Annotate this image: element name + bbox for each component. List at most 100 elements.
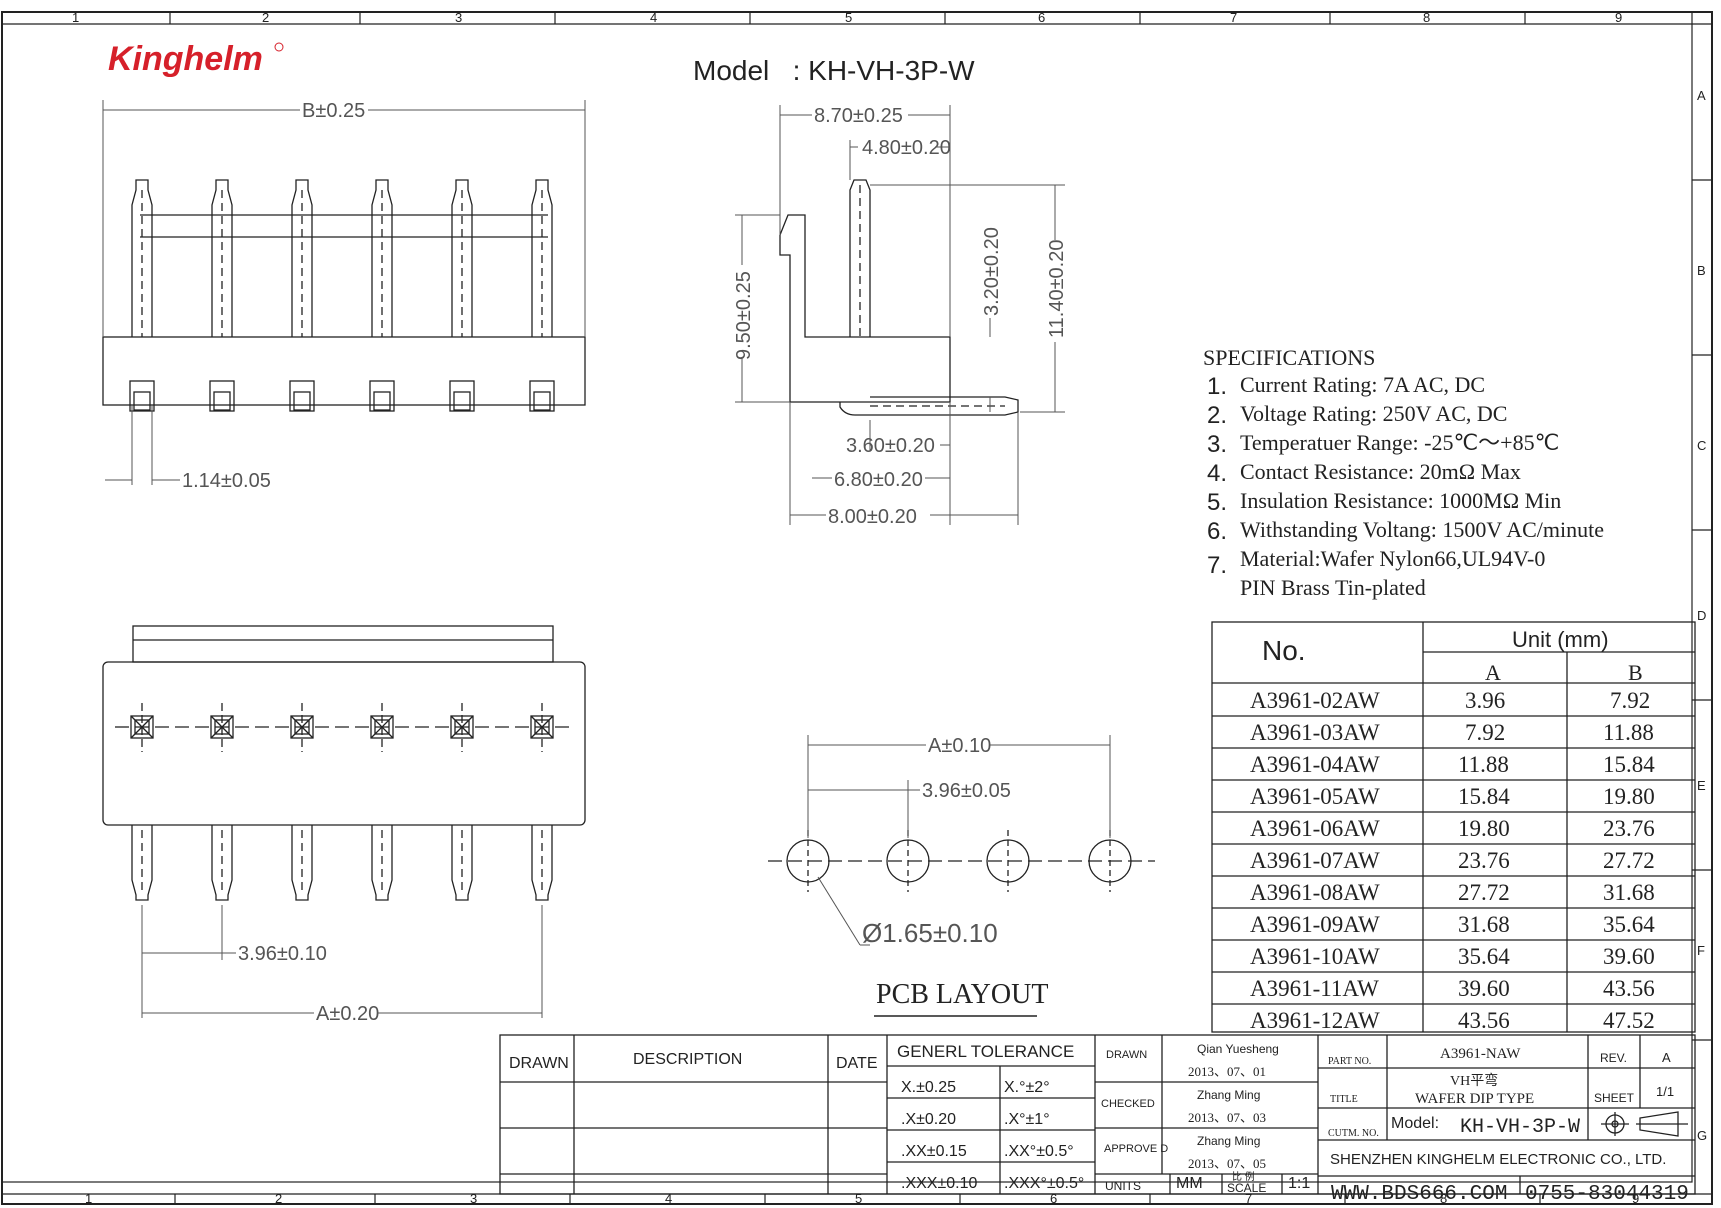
col-label: 5 <box>855 1191 862 1206</box>
col-label: 6 <box>1038 10 1045 25</box>
tb-scale-cn: 比 例 <box>1232 1170 1255 1183</box>
spec-text: Contact Resistance: 20mΩ Max <box>1240 459 1521 484</box>
table-cell-no: A3961-09AW <box>1250 912 1380 937</box>
dim-4-80: 4.80±0.20 <box>862 137 951 159</box>
dim-pcb-a: A±0.10 <box>928 735 991 757</box>
col-label: 7 <box>1245 1191 1252 1206</box>
spec-text: Voltage Rating: 250V AC, DC <box>1240 401 1507 426</box>
dim-3-20: 3.20±0.20 <box>981 227 1003 316</box>
tb-approve-date: 2013、07、05 <box>1188 1156 1266 1171</box>
dim-6-80: 6.80±0.20 <box>834 469 923 491</box>
dim-a-length: A±0.20 <box>316 1003 379 1025</box>
col-label: 2 <box>262 10 269 25</box>
spec-text: Insulation Resistance: 1000MΩ Min <box>1240 488 1561 513</box>
col-label: 8 <box>1440 1191 1447 1206</box>
col-label: 7 <box>1230 10 1237 25</box>
row-label: G <box>1697 1128 1707 1143</box>
tb-tol-angle: .X°±1° <box>1004 1111 1050 1128</box>
front-view <box>102 179 586 412</box>
tb-model-value: KH-VH-3P-W <box>1460 1116 1580 1139</box>
dim-9-50: 9.50±0.25 <box>733 271 755 360</box>
tb-tol-angle: .XXX°±0.5° <box>1004 1175 1084 1192</box>
spec-num: 5. <box>1207 489 1227 516</box>
side-view <box>779 179 1019 416</box>
tb-rev-label: REV. <box>1600 1051 1627 1065</box>
dim-8-00: 8.00±0.20 <box>828 506 917 528</box>
spec-num: 4. <box>1207 460 1227 487</box>
tb-part-label: PART NO. <box>1328 1056 1371 1067</box>
tb-tol-angle: X.°±2° <box>1004 1079 1050 1096</box>
tb-sheet-label: SHEET <box>1594 1091 1635 1105</box>
table-cell-a: 39.60 <box>1458 976 1510 1001</box>
tb-phone: 0755-83044319 <box>1525 1183 1689 1206</box>
table-cell-no: A3961-02AW <box>1250 688 1380 713</box>
table-header-a: A <box>1485 660 1501 685</box>
table-cell-a: 19.80 <box>1458 816 1510 841</box>
table-cell-no: A3961-12AW <box>1250 1008 1380 1033</box>
spec-num: 1. <box>1207 373 1227 400</box>
tb-rev-value: A <box>1662 1050 1671 1065</box>
spec-text: PIN Brass Tin-plated <box>1240 575 1426 600</box>
row-label: F <box>1697 943 1705 958</box>
table-cell-b: 43.56 <box>1603 976 1655 1001</box>
col-label: 3 <box>470 1191 477 1206</box>
col-label: 5 <box>845 10 852 25</box>
tb-part-value: A3961-NAW <box>1440 1046 1521 1062</box>
table-cell-no: A3961-05AW <box>1250 784 1380 809</box>
dim-pitch: 3.96±0.10 <box>238 943 327 965</box>
kinghelm-logo: Kinghelm <box>108 40 263 78</box>
tb-drawn-name: Qian Yuesheng <box>1197 1042 1279 1056</box>
row-label: C <box>1697 438 1706 453</box>
table-cell-b: 7.92 <box>1610 688 1650 713</box>
tb-title-value: WAFER DIP TYPE <box>1415 1091 1534 1107</box>
tb-checked-name: Zhang Ming <box>1197 1088 1260 1102</box>
spec-num: 2. <box>1207 402 1227 429</box>
tb-company: SHENZHEN KINGHELM ELECTRONIC CO., LTD. <box>1330 1151 1666 1168</box>
tb-tol-angle: .XX°±0.5° <box>1004 1143 1074 1160</box>
tb-sheet-value: 1/1 <box>1656 1084 1674 1099</box>
col-label: 1 <box>85 1191 92 1206</box>
col-label: 3 <box>455 10 462 25</box>
dim-8-70: 8.70±0.25 <box>814 105 903 127</box>
dim-pcb-hole: Ø1.65±0.10 <box>862 918 998 948</box>
table-cell-no: A3961-08AW <box>1250 880 1380 905</box>
tb-tol-linear: .XXX±0.10 <box>901 1175 977 1192</box>
inner-frame <box>1 11 1693 1183</box>
pcb-title: PCB LAYOUT <box>876 979 1048 1010</box>
spec-text: Withstanding Voltang: 1500V AC/minute <box>1240 517 1604 542</box>
spec-num: 6. <box>1207 518 1227 545</box>
table-cell-no: A3961-11AW <box>1250 976 1379 1001</box>
outer-frame <box>1 11 1713 1205</box>
dimension-table <box>1211 621 1696 1033</box>
model-title: Model : KH-VH-3P-W <box>693 55 975 86</box>
col-label: 1 <box>72 10 79 25</box>
spec-text: Temperatuer Range: -25℃～+85℃ <box>1240 430 1559 455</box>
tb-scale-value: 1:1 <box>1288 1175 1310 1192</box>
tb-tolerance-header: GENERL TOLERANCE <box>897 1042 1074 1061</box>
table-cell-a: 7.92 <box>1465 720 1505 745</box>
table-cell-a: 23.76 <box>1458 848 1510 873</box>
row-label: B <box>1697 263 1706 278</box>
table-cell-b: 15.84 <box>1603 752 1655 777</box>
tb-units-label: UNITS <box>1105 1179 1141 1193</box>
tb-checked-date: 2013、07、03 <box>1188 1110 1266 1125</box>
tb-title-cn: VH平弯 <box>1450 1072 1498 1089</box>
tb-model-label: Model: <box>1391 1115 1439 1132</box>
tb-checked-label: CHECKED <box>1101 1098 1155 1110</box>
tb-drawn-header: DRAWN <box>509 1055 569 1072</box>
tb-website: WWW.BDS666.COM <box>1331 1183 1507 1206</box>
row-label: A <box>1697 88 1706 103</box>
pcb-layout <box>768 830 1155 892</box>
table-cell-no: A3961-07AW <box>1250 848 1380 873</box>
dim-3-60: 3.60±0.20 <box>846 435 935 457</box>
table-cell-a: 35.64 <box>1458 944 1510 969</box>
tb-approve-name: Zhang Ming <box>1197 1134 1260 1148</box>
table-cell-no: A3961-10AW <box>1250 944 1380 969</box>
table-cell-no: A3961-06AW <box>1250 816 1380 841</box>
top-view <box>102 625 586 901</box>
table-cell-b: 23.76 <box>1603 816 1655 841</box>
tb-tol-linear: .XX±0.15 <box>901 1143 967 1160</box>
table-cell-b: 11.88 <box>1603 720 1654 745</box>
spec-text: Current Rating: 7A AC, DC <box>1240 372 1485 397</box>
